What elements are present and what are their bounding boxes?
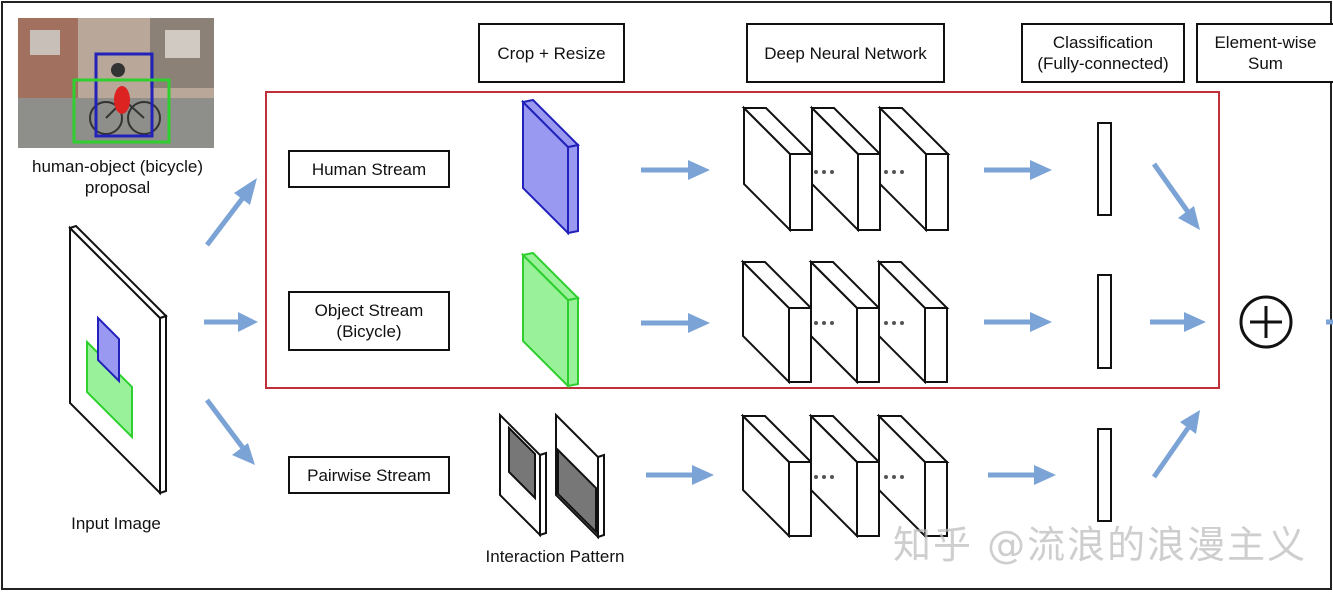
dnn-header: Deep Neural Network xyxy=(746,23,945,83)
classification-header: Classification (Fully-connected) xyxy=(1021,23,1185,83)
fc-to-sum-arrows xyxy=(1150,162,1206,479)
object-stream-box: Object Stream (Bicycle) xyxy=(288,291,450,351)
proposal-photo xyxy=(18,18,214,148)
element-wise-sum-header: Element-wise Sum xyxy=(1196,23,1333,83)
shared-streams-highlight xyxy=(265,91,1220,389)
dnn-object xyxy=(740,259,950,385)
dnn-human xyxy=(741,105,951,233)
human-bbox xyxy=(94,52,154,138)
interaction-pattern-slabs xyxy=(499,412,605,540)
input-arrows xyxy=(204,178,258,465)
input-image-label: Input Image xyxy=(71,514,161,533)
human-crop-slab xyxy=(520,98,581,236)
dnn-to-fc-arrows xyxy=(984,160,1056,485)
human-stream-box: Human Stream xyxy=(288,150,450,188)
dnn-ellipsis-dots xyxy=(814,170,904,479)
proposal-label: human-object (bicycle) proposal xyxy=(31,157,203,197)
fc-bars xyxy=(1097,122,1112,522)
element-wise-sum-symbol xyxy=(1239,295,1293,349)
object-bbox xyxy=(72,78,171,144)
pairwise-stream-box: Pairwise Stream xyxy=(288,456,450,494)
crop-resize-header: Crop + Resize xyxy=(478,23,625,83)
watermark: 知乎 @流浪的浪漫主义 xyxy=(893,523,1308,567)
object-crop-slab xyxy=(520,251,581,389)
interaction-pattern-label: Interaction Pattern xyxy=(485,547,625,566)
crop-to-dnn-arrows xyxy=(641,160,714,485)
input-image-slab xyxy=(68,224,168,496)
input-human-region xyxy=(97,315,120,384)
